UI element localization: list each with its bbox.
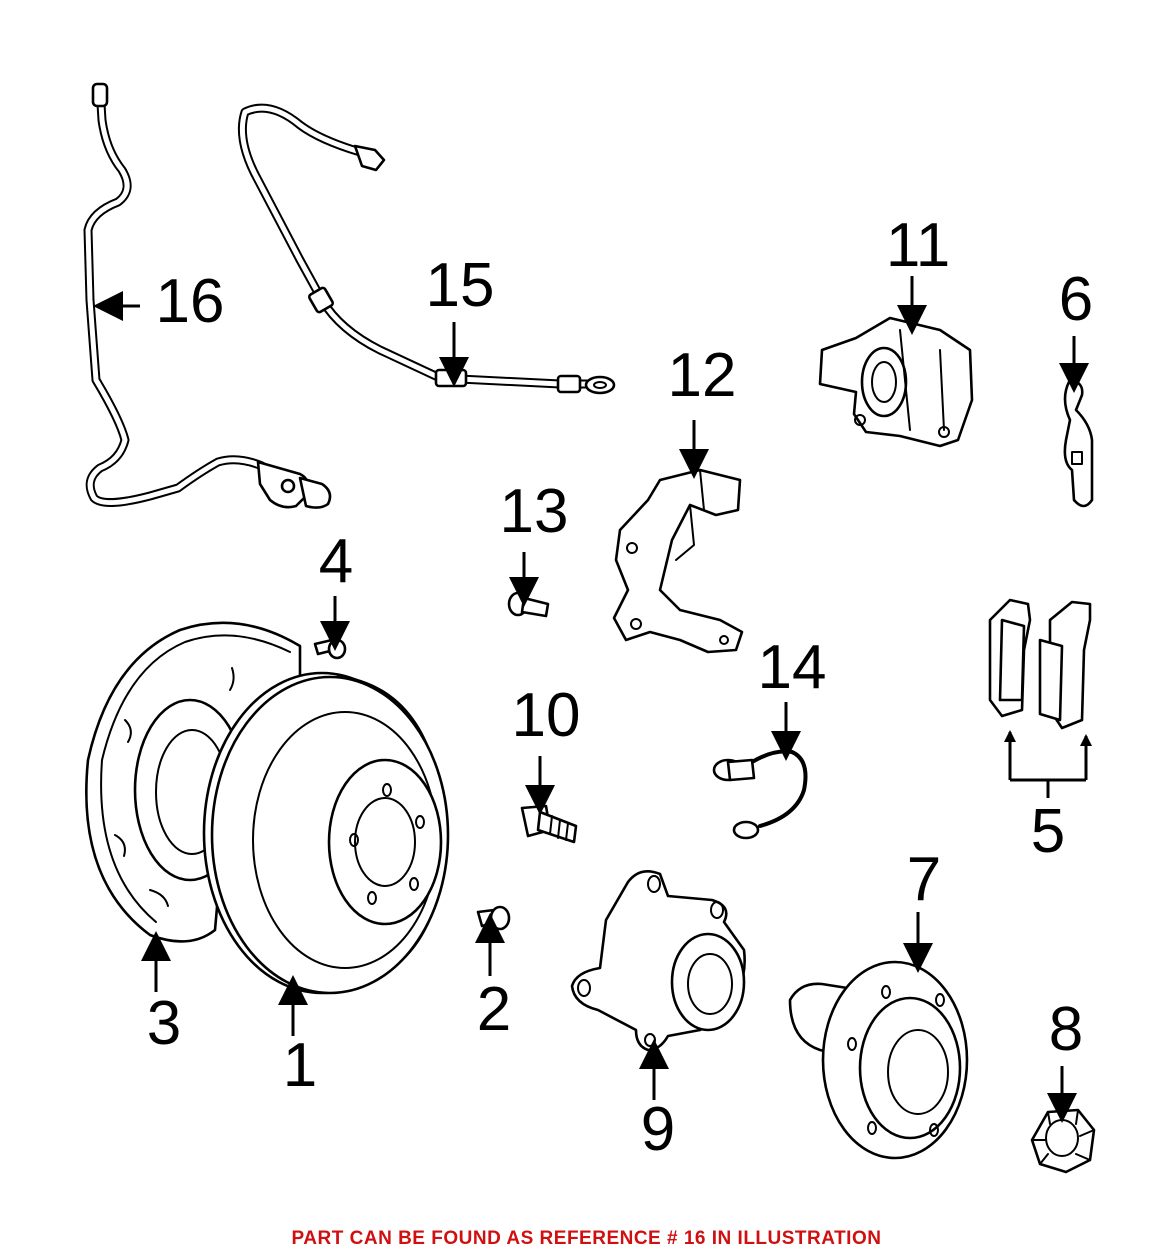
callout-7: 7 [907,845,941,914]
callout-2: 2 [477,975,511,1044]
nut-part-8 [1030,1108,1096,1174]
caliper-carrier-part-12 [612,468,744,654]
brake-pads-part-5 [988,598,1092,730]
callout-3: 3 [147,989,181,1058]
wear-sensor-part-14 [712,749,808,840]
callout-14: 14 [758,633,827,702]
callout-8: 8 [1049,995,1083,1064]
callout-4: 4 [319,527,353,596]
callout-labels: 16 15 11 6 12 13 4 14 10 5 7 2 3 8 1 9 [147,211,1093,1164]
callout-5: 5 [1031,797,1065,866]
bolt-part-13 [507,591,550,618]
abs-sensor-wire-part-16 [83,82,332,509]
callout-13: 13 [500,477,569,546]
anti-rattle-spring-part-6 [1063,378,1094,508]
wheel-hub-part-7 [788,960,969,1160]
callout-11: 11 [886,211,950,280]
caliper-part-11 [818,316,974,448]
reference-note: PART CAN BE FOUND AS REFERENCE # 16 IN I… [291,1228,882,1249]
callout-12: 12 [668,341,737,410]
callout-arrows [93,276,1092,1123]
callout-6: 6 [1059,265,1093,334]
brake-disc-part-1 [202,671,450,995]
callout-9: 9 [641,1095,675,1164]
bolt-part-10 [520,804,578,844]
wheel-bearing-part-9 [570,870,746,1052]
screw-part-4 [313,638,347,660]
callout-15: 15 [426,251,495,320]
callout-1: 1 [283,1031,317,1100]
bolt-part-2 [476,905,511,931]
callout-16: 16 [156,267,225,336]
callout-10: 10 [512,681,581,750]
